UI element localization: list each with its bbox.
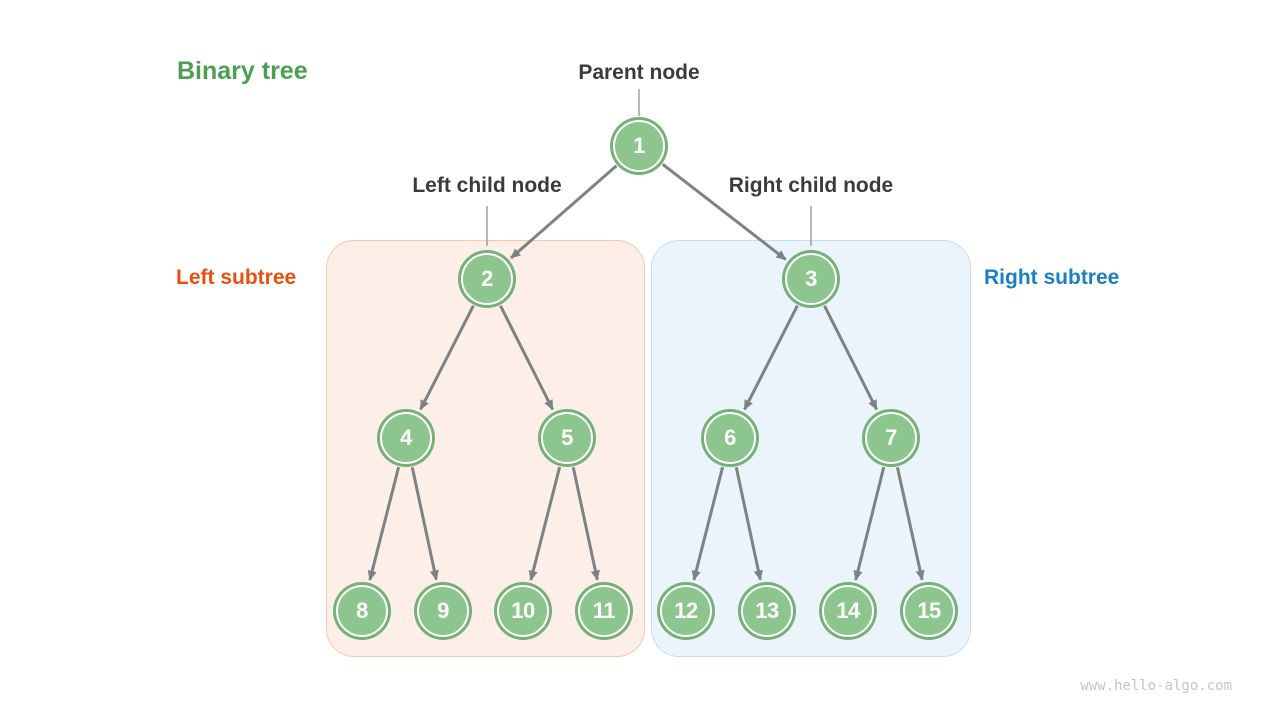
tree-node: 10 xyxy=(497,585,549,637)
tree-node: 14 xyxy=(822,585,874,637)
left-child-node-label: Left child node xyxy=(412,174,562,197)
tree-node: 8 xyxy=(336,585,388,637)
tree-node: 6 xyxy=(704,412,756,464)
diagram-title: Binary tree xyxy=(177,57,308,85)
right-subtree-label: Right subtree xyxy=(984,266,1120,289)
tree-node: 9 xyxy=(417,585,469,637)
tree-node: 3 xyxy=(785,253,837,305)
left-subtree-label: Left subtree xyxy=(176,266,297,289)
tree-node: 5 xyxy=(541,412,593,464)
tree-node: 2 xyxy=(461,253,513,305)
tree-node: 15 xyxy=(903,585,955,637)
watermark: www.hello-algo.com xyxy=(1080,678,1232,694)
tree-node: 11 xyxy=(578,585,630,637)
tree-node: 1 xyxy=(613,120,665,172)
right-child-node-label: Right child node xyxy=(728,174,894,197)
tree-node: 4 xyxy=(380,412,432,464)
tree-node: 13 xyxy=(741,585,793,637)
tree-node: 12 xyxy=(660,585,712,637)
parent-node-label: Parent node xyxy=(578,61,700,84)
tree-node: 7 xyxy=(865,412,917,464)
